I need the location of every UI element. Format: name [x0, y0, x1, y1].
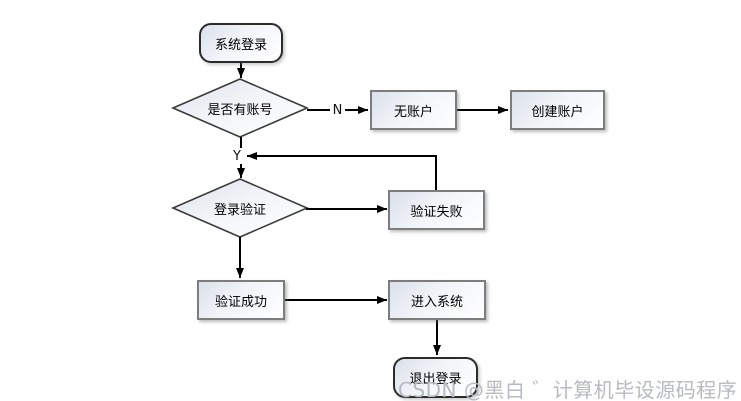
flow-node-has-account-label: 是否有账号 — [207, 102, 273, 118]
flow-node-verify-fail: 验证失败 — [388, 190, 485, 230]
flow-node-create-account: 创建账户 — [510, 90, 605, 130]
flow-node-no-account-label: 无账户 — [393, 104, 433, 120]
csdn-watermark: CSDN @黑白 ゛计算机毕设源码程序 — [398, 378, 738, 401]
flow-node-logout-label: 退出登录 — [409, 372, 462, 387]
flow-node-verify-fail-label: 验证失败 — [410, 204, 463, 220]
flow-node-has-account: 是否有账号 — [173, 79, 307, 137]
edge-verify-fail-feedback — [247, 152, 437, 190]
flow-node-enter-system-label: 进入系统 — [410, 294, 463, 310]
flow-node-no-account: 无账户 — [370, 90, 457, 130]
flow-node-enter-system: 进入系统 — [388, 280, 486, 320]
flow-node-create-account-label: 创建账户 — [531, 104, 584, 120]
flow-node-login-verify-label: 登录验证 — [213, 202, 266, 218]
flow-node-logout: 退出登录 — [393, 357, 478, 398]
edge-label-no-text: N — [332, 102, 343, 118]
flow-node-login-verify: 登录验证 — [173, 179, 307, 237]
edge-label-yes: Y — [230, 148, 244, 164]
edge-label-yes-text: Y — [233, 148, 241, 164]
flow-node-start: 系统登录 — [199, 23, 283, 63]
flow-node-verify-success: 验证成功 — [197, 280, 285, 320]
flow-node-start-label: 系统登录 — [214, 37, 267, 53]
edge-label-no: N — [330, 102, 345, 118]
flow-node-verify-success-label: 验证成功 — [214, 294, 267, 310]
